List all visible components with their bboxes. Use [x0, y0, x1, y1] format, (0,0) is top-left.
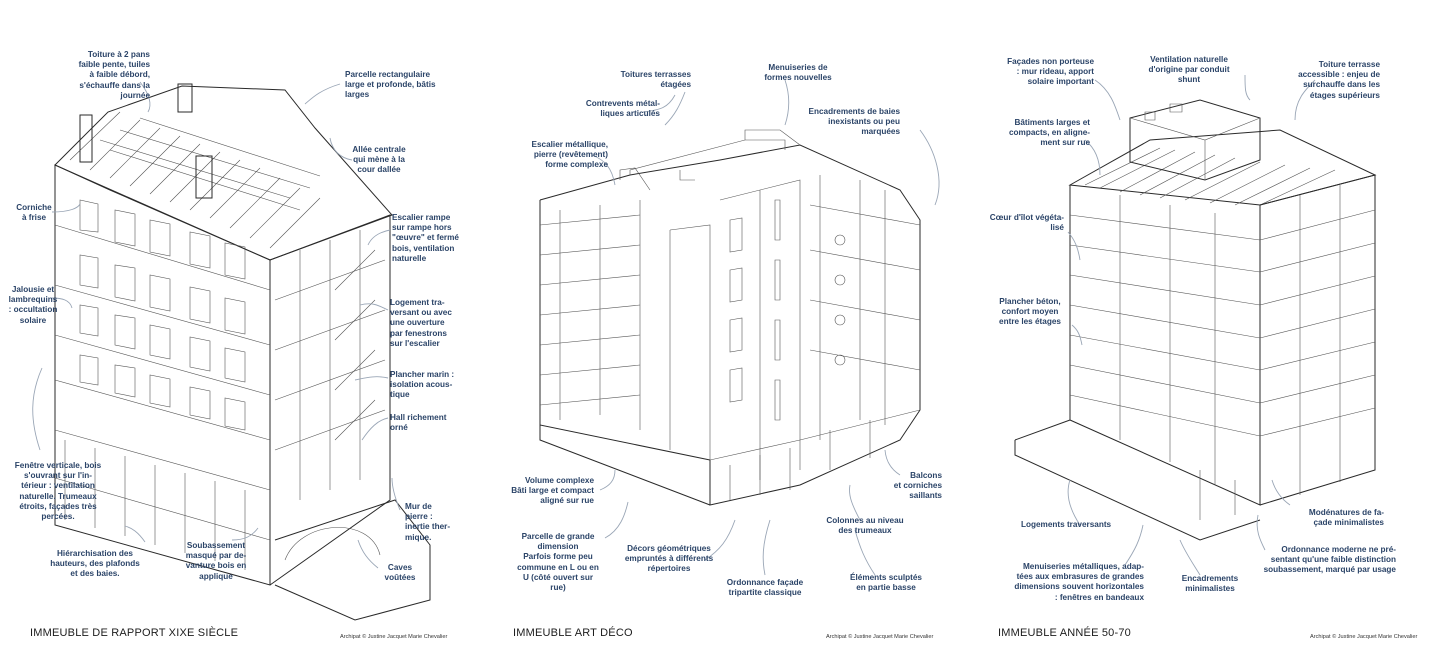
label-colonnes: Colonnes au niveau des trumeaux — [826, 516, 904, 536]
label-menuiseries-metalliques: Menuiseries métalliques, adap- tées aux … — [1014, 562, 1144, 602]
label-encadrements-minimalistes: Encadrements minimalistes — [1181, 574, 1239, 594]
label-logement-traversant: Logement tra- versant ou avec une ouvert… — [390, 298, 452, 348]
label-allee-centrale: Allée centrale qui mène à la cour dallée — [352, 145, 406, 175]
label-corniche: Corniche à frise — [16, 203, 52, 223]
label-encadrements-baies: Encadrements de baies inexistants ou peu… — [808, 107, 900, 137]
label-parcelle-rectangulaire: Parcelle rectangulaire large et profonde… — [345, 70, 436, 100]
label-modenatures: Modénatures de fa- çade minimalistes — [1308, 508, 1384, 528]
drawing-immeuble-annee-50-70 — [1014, 74, 1377, 576]
label-plancher-marin: Plancher marin : isolation acous- tique — [390, 370, 455, 400]
label-elements-sculptes: Éléments sculptés en partie basse — [850, 573, 922, 593]
label-hierarchisation: Hiérarchisation des hauteurs, des plafon… — [50, 549, 140, 579]
panel-immeuble-annee-50-70: Façades non porteuse : mur rideau, appor… — [960, 0, 1440, 665]
panel-immeuble-de-rapport: Toiture à 2 pans faible pente, tuiles à … — [0, 0, 480, 665]
label-ordonnance-facade: Ordonnance façade tripartite classique — [726, 578, 804, 598]
label-ventilation-naturelle: Ventilation naturelle d'origine par cond… — [1148, 55, 1230, 85]
label-mur-de-pierre: Mur de pierre : inertie ther- mique. — [405, 502, 451, 542]
label-ordonnance-moderne: Ordonnance moderne ne pré- sentant qu'un… — [1263, 545, 1396, 575]
label-parcelle-grande-dimension: Parcelle de grande dimension Parfois for… — [517, 532, 599, 593]
label-decors-geometriques: Décors géométriques empruntés à différen… — [624, 544, 714, 574]
credit-text: Archipat © Justine Jacquet Marie Chevali… — [826, 634, 934, 640]
label-volume-complexe: Volume complexe Bâti large et compact al… — [511, 476, 594, 506]
panel-immeuble-art-deco: Toitures terrasses étagées Menuiseries d… — [480, 0, 960, 665]
label-escalier-rampe: Escalier rampe sur rampe hors "œuvre" et… — [392, 213, 459, 263]
label-jalousie: Jalousie et lambrequins : occultation so… — [8, 285, 58, 325]
label-fenetre-verticale: Fenêtre verticale, bois s'ouvrant sur l'… — [14, 461, 102, 522]
credit-text: Archipat © Justine Jacquet Marie Chevali… — [1310, 634, 1418, 640]
label-toiture-terrasse: Toiture terrasse accessible : enjeu de s… — [1298, 60, 1380, 100]
label-soubassement: Soubassement masqué par de- vanture bois… — [185, 541, 247, 581]
credit-text: Archipat © Justine Jacquet Marie Chevali… — [340, 634, 448, 640]
drawing-immeuble-de-rapport — [32, 81, 431, 621]
drawing-immeuble-art-deco — [539, 79, 940, 576]
label-escalier-metallique: Escalier métallique, pierre (revêtement)… — [531, 140, 608, 170]
label-contrevents: Contrevents métal- liques articulés — [585, 99, 660, 119]
label-menuiseries: Menuiseries de formes nouvelles — [764, 63, 832, 83]
panel-title: IMMEUBLE DE RAPPORT XIXE SIÈCLE — [30, 627, 239, 639]
panel-title: IMMEUBLE ART DÉCO — [513, 627, 633, 639]
label-caves: Caves voûtées — [384, 563, 416, 583]
label-plancher-beton: Plancher béton, confort moyen entre les … — [999, 297, 1061, 327]
label-hall: Hall richement orné — [390, 413, 447, 433]
label-logements-traversants: Logements traversants — [1021, 520, 1112, 529]
label-toitures-terrasses: Toitures terrasses étagées — [620, 70, 691, 90]
label-facades-non-porteuse: Façades non porteuse : mur rideau, appor… — [1007, 57, 1094, 87]
label-toiture-2-pans: Toiture à 2 pans faible pente, tuiles à … — [78, 50, 150, 100]
label-balcons: Balcons et corniches saillants — [893, 471, 942, 501]
label-batiments-larges: Bâtiments larges et compacts, en aligne-… — [1009, 118, 1090, 148]
label-coeur-ilot: Cœur d'îlot végéta- lisé — [989, 213, 1064, 233]
panel-title: IMMEUBLE ANNÉE 50-70 — [998, 627, 1131, 639]
